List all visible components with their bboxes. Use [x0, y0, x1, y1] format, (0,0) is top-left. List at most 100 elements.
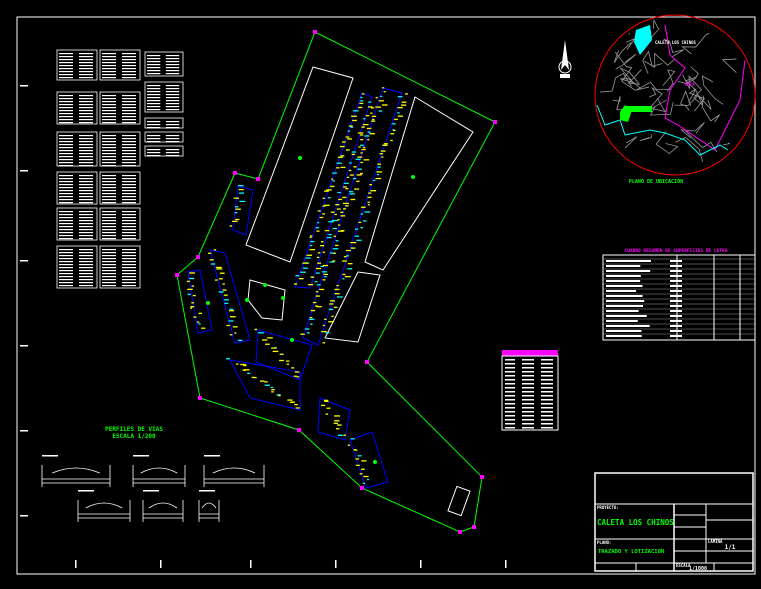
table-row [102, 267, 116, 269]
lot-mark [337, 219, 340, 221]
table-row [122, 147, 136, 149]
table-row [505, 375, 515, 377]
lot-mark [336, 162, 342, 164]
lot-mark [337, 156, 343, 158]
lot-mark [186, 280, 190, 283]
table-row [79, 101, 93, 103]
lot-table [56, 91, 98, 125]
lot-mark [224, 299, 229, 301]
lot-mark [342, 260, 347, 262]
table-row [59, 107, 73, 109]
lot-mark [324, 229, 330, 232]
summary-cell [606, 260, 651, 262]
lot-mark [361, 460, 367, 462]
table-row [102, 199, 116, 201]
lot-mark [338, 198, 343, 201]
lot-mark [251, 376, 256, 379]
lot-table [56, 49, 98, 81]
table-row [102, 258, 116, 260]
lot-mark [322, 197, 325, 199]
table-row [102, 53, 116, 55]
lot-mark [360, 161, 363, 164]
lot-mark [377, 163, 382, 165]
table-row [79, 119, 93, 121]
boundary-vertex [493, 120, 497, 124]
table-row [102, 264, 116, 266]
table-row [59, 62, 73, 64]
summary-cell [670, 290, 682, 292]
table-row [79, 211, 93, 213]
table-row [122, 279, 136, 281]
map-road-line [721, 58, 737, 74]
table-row [59, 147, 73, 149]
lot-tables [56, 49, 184, 289]
lot-mark [333, 422, 339, 424]
lot-mark [322, 279, 326, 281]
lot-mark [347, 268, 353, 270]
summary-table-title: CUADRO RESUMEN DE SUPERFICIES DE LOTEO [625, 248, 728, 254]
table-row [79, 273, 93, 275]
table-row [59, 178, 73, 180]
summary-cell [670, 260, 682, 262]
lot-mark [360, 96, 363, 99]
lot-mark [316, 256, 320, 259]
north-arrow [558, 40, 572, 78]
title-block: PROYECTO: CALETA LOS CHINOS PLANO: TRAZA… [594, 472, 754, 572]
lot-table [144, 81, 184, 113]
table-row [102, 273, 116, 275]
table-row [59, 223, 73, 225]
table-row [122, 138, 136, 140]
lot-mark [265, 343, 270, 345]
lot-mark [346, 255, 349, 257]
grid-ticks [20, 85, 507, 568]
lot-mark [378, 110, 383, 112]
lot-mark [351, 151, 357, 153]
map-road-line [649, 101, 674, 116]
table-row [122, 104, 136, 106]
table-row [102, 220, 116, 222]
lot-mark [348, 169, 352, 172]
table-row [79, 270, 93, 272]
table-row [102, 226, 116, 228]
table-row [122, 270, 136, 272]
table-row [102, 135, 116, 137]
lot-mark [216, 268, 223, 270]
table-row [59, 68, 73, 70]
table-row [102, 282, 116, 284]
sheet-label: LAMINA [708, 539, 723, 544]
lot-mark [264, 384, 270, 386]
lot-mark [363, 159, 370, 161]
lot-mark [317, 252, 321, 254]
table-row [122, 261, 136, 263]
table-row [165, 100, 180, 102]
lot-mark [355, 464, 360, 466]
table-row [122, 95, 136, 97]
table-row [79, 53, 93, 55]
table-row [59, 276, 73, 278]
site-boundary [176, 31, 496, 533]
map-road-line [628, 32, 631, 35]
table-row [165, 149, 180, 151]
lot-mark [230, 316, 236, 318]
table-row [59, 238, 73, 240]
map-road-line [701, 95, 720, 123]
boundary-vertex [297, 428, 301, 432]
lot-mark [367, 204, 370, 206]
lot-mark [309, 244, 313, 247]
map-road-line [600, 72, 632, 93]
table-row [522, 415, 534, 417]
table-row [505, 403, 515, 405]
lot-mark [191, 285, 195, 287]
table-row [122, 53, 136, 55]
table-row [59, 141, 73, 143]
table-row [522, 407, 534, 409]
table-row [59, 138, 73, 140]
table-row [165, 58, 180, 60]
lot-mark [381, 104, 388, 106]
map-road-line [682, 74, 702, 99]
lot-number-marker [281, 296, 285, 300]
lot-mark [336, 167, 340, 169]
lot-mark [350, 241, 357, 244]
lot-mark [375, 106, 381, 108]
table-row [541, 411, 553, 413]
